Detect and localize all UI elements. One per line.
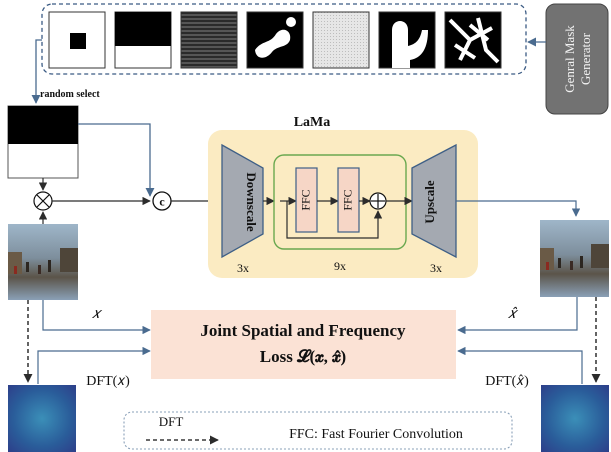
x-label: 𝑥	[92, 306, 103, 322]
loss-box	[151, 310, 456, 379]
dft-x-to-loss-arrow	[37, 346, 151, 384]
multiply-operator	[33, 191, 53, 211]
dft-x-hat-label: DFT(𝑥̂)	[485, 374, 529, 389]
upscale-block	[411, 143, 457, 259]
concat-label: c	[159, 195, 165, 209]
downscale-label: Downscale	[244, 172, 259, 231]
ffc-block-2	[337, 167, 360, 233]
legend-box	[123, 411, 513, 450]
mask-to-concat-arrow	[78, 123, 155, 197]
upscale-repeat: 3x	[430, 261, 442, 275]
legend-ffc-label: FFC: Fast Fourier Convolution	[289, 427, 463, 442]
mask-sample-large	[378, 11, 436, 69]
mask-sample-dots	[312, 11, 370, 69]
random-select-label: random select	[40, 89, 100, 100]
lama-to-output-arrow	[456, 200, 581, 217]
legend-dft-label: DFT	[159, 414, 184, 429]
xhat-to-loss-arrow	[457, 297, 578, 335]
dft-output-image	[541, 385, 609, 452]
lama-title: LaMa	[294, 115, 331, 130]
mask-sample-stripes	[180, 11, 238, 69]
upscale-label: Upscale	[422, 180, 437, 224]
mask-generator-line1: Genral Mask	[562, 25, 577, 93]
input-image	[8, 224, 78, 300]
dft-input-image	[8, 385, 76, 452]
mask-samples-box	[41, 3, 527, 75]
x-hat-label: 𝑥̂	[508, 306, 519, 322]
selected-mask-black	[8, 106, 78, 144]
dft-xhat-to-loss-arrow	[457, 346, 583, 384]
ffc-block-2-label: FFC	[340, 189, 354, 210]
downscale-repeat: 3x	[237, 261, 249, 275]
mask-generator-box	[545, 3, 609, 115]
ffc-block-1	[295, 167, 318, 233]
mask-sample-blobs	[246, 11, 304, 69]
mask-sample-square	[48, 11, 106, 69]
add-operator	[369, 192, 387, 210]
skip-connection-arrow	[286, 201, 383, 239]
output-image	[540, 220, 609, 297]
ffc-repeat: 9x	[334, 259, 346, 273]
downscale-block	[221, 143, 264, 259]
mask-sample-half	[114, 11, 172, 69]
x-to-loss-arrow	[42, 300, 151, 335]
mask-generator-line2: Generator	[578, 32, 593, 85]
dft-x-label: DFT(𝑥)	[86, 374, 130, 389]
random-select-arrow	[31, 39, 42, 104]
loss-title-line1: Joint Spatial and Frequency	[200, 321, 406, 340]
ffc-block-1-label: FFC	[298, 189, 312, 210]
loss-title-line2: Loss 𝓛(𝒙, 𝒙̂)	[260, 347, 346, 366]
mask-sample-strokes	[444, 11, 502, 69]
